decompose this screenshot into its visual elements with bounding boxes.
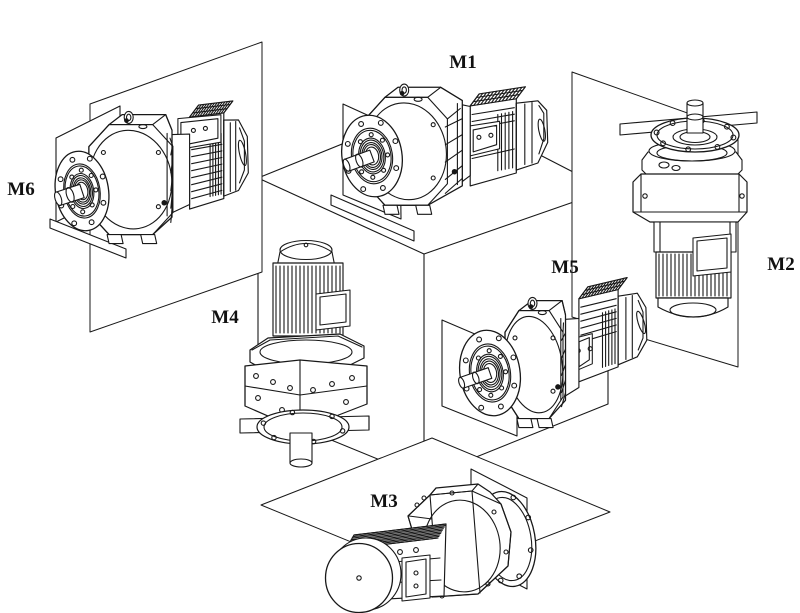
svg-text:M2: M2	[767, 254, 794, 275]
svg-text:M4: M4	[211, 307, 239, 328]
svg-text:M1: M1	[449, 52, 476, 73]
svg-text:M6: M6	[7, 179, 34, 200]
svg-text:M3: M3	[370, 491, 397, 512]
svg-text:M5: M5	[551, 257, 578, 278]
